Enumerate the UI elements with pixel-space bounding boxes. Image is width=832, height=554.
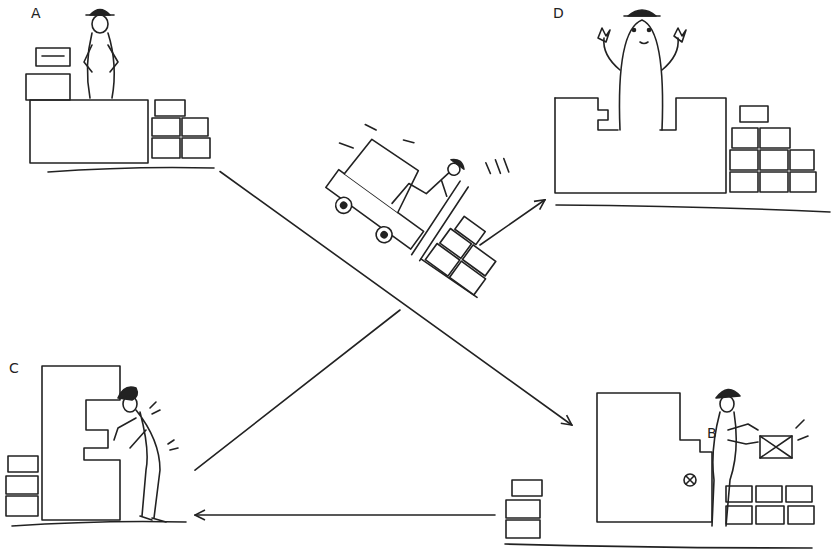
speed-lines bbox=[482, 151, 513, 181]
wheel bbox=[373, 224, 395, 246]
station-a-illustration bbox=[26, 10, 214, 173]
station-node: A bbox=[15, 5, 220, 190]
driver-body bbox=[392, 156, 458, 226]
box bbox=[512, 480, 542, 496]
cabinet-knob bbox=[684, 474, 696, 486]
box bbox=[182, 118, 208, 136]
shop-counter bbox=[30, 100, 148, 163]
station-d-illustration bbox=[555, 10, 830, 212]
smile bbox=[640, 42, 648, 44]
box bbox=[726, 486, 752, 502]
ground-line bbox=[505, 544, 812, 548]
hat-brim bbox=[624, 15, 660, 17]
station-letter: C bbox=[9, 360, 19, 376]
box bbox=[455, 216, 485, 244]
box bbox=[8, 456, 38, 472]
hands bbox=[598, 28, 686, 42]
bowler-hat bbox=[90, 10, 110, 16]
head bbox=[123, 396, 137, 412]
driver-head bbox=[446, 161, 463, 178]
box bbox=[182, 138, 210, 158]
box bbox=[790, 150, 814, 170]
box bbox=[730, 172, 758, 192]
box bbox=[732, 128, 758, 148]
station-node: D bbox=[545, 5, 815, 210]
motion-strokes bbox=[796, 420, 808, 440]
flow-arrow bbox=[195, 514, 495, 516]
body bbox=[619, 20, 662, 130]
knob-cross bbox=[686, 476, 694, 484]
machine-cabinet bbox=[597, 393, 712, 522]
eye bbox=[648, 29, 651, 32]
box bbox=[730, 150, 758, 170]
box bbox=[740, 106, 768, 122]
counter-right bbox=[555, 98, 726, 193]
station-node: C bbox=[5, 360, 195, 550]
box bbox=[6, 476, 38, 494]
station-node: B bbox=[495, 425, 815, 550]
box bbox=[726, 506, 752, 524]
ground-line bbox=[48, 168, 214, 173]
station-letter: D bbox=[553, 5, 564, 21]
counter-left bbox=[555, 98, 618, 130]
head bbox=[92, 15, 108, 33]
wheel bbox=[332, 194, 354, 216]
box bbox=[155, 100, 185, 116]
box bbox=[463, 245, 496, 276]
body bbox=[136, 410, 160, 518]
bowler-hat bbox=[628, 10, 656, 16]
motion-strokes bbox=[150, 402, 178, 450]
box bbox=[506, 500, 540, 518]
wheel-hub bbox=[339, 201, 347, 209]
box bbox=[6, 496, 38, 516]
body bbox=[87, 33, 114, 98]
arms bbox=[114, 418, 146, 448]
box bbox=[756, 486, 782, 502]
station-c-illustration bbox=[6, 366, 186, 526]
box bbox=[760, 150, 788, 170]
thrown-box bbox=[760, 436, 792, 458]
wheel-hub bbox=[380, 231, 388, 239]
box bbox=[506, 520, 540, 538]
register-display bbox=[42, 55, 64, 57]
head bbox=[720, 396, 734, 412]
flow-arrow bbox=[195, 200, 545, 470]
register-stand bbox=[26, 74, 70, 100]
motion-strokes bbox=[340, 107, 414, 178]
ground-line bbox=[556, 205, 830, 212]
box-cross bbox=[760, 436, 792, 458]
raised-arms bbox=[604, 38, 678, 70]
box bbox=[760, 172, 788, 192]
box bbox=[760, 128, 790, 148]
ground-line bbox=[12, 522, 186, 527]
box bbox=[152, 118, 180, 136]
box bbox=[786, 486, 812, 502]
forklift-illustration bbox=[307, 75, 553, 307]
station-b-illustration bbox=[505, 389, 814, 548]
station-letter: B bbox=[707, 425, 717, 441]
box bbox=[790, 172, 816, 192]
station-letter: A bbox=[31, 5, 41, 21]
rack bbox=[42, 366, 120, 520]
forklift-frame bbox=[344, 136, 424, 212]
cash-register bbox=[36, 48, 70, 66]
eye bbox=[633, 29, 636, 32]
box bbox=[788, 506, 814, 524]
box bbox=[152, 138, 180, 158]
arms bbox=[84, 45, 118, 72]
box bbox=[756, 506, 784, 524]
flow-arrow bbox=[220, 172, 572, 426]
arms bbox=[728, 424, 758, 444]
